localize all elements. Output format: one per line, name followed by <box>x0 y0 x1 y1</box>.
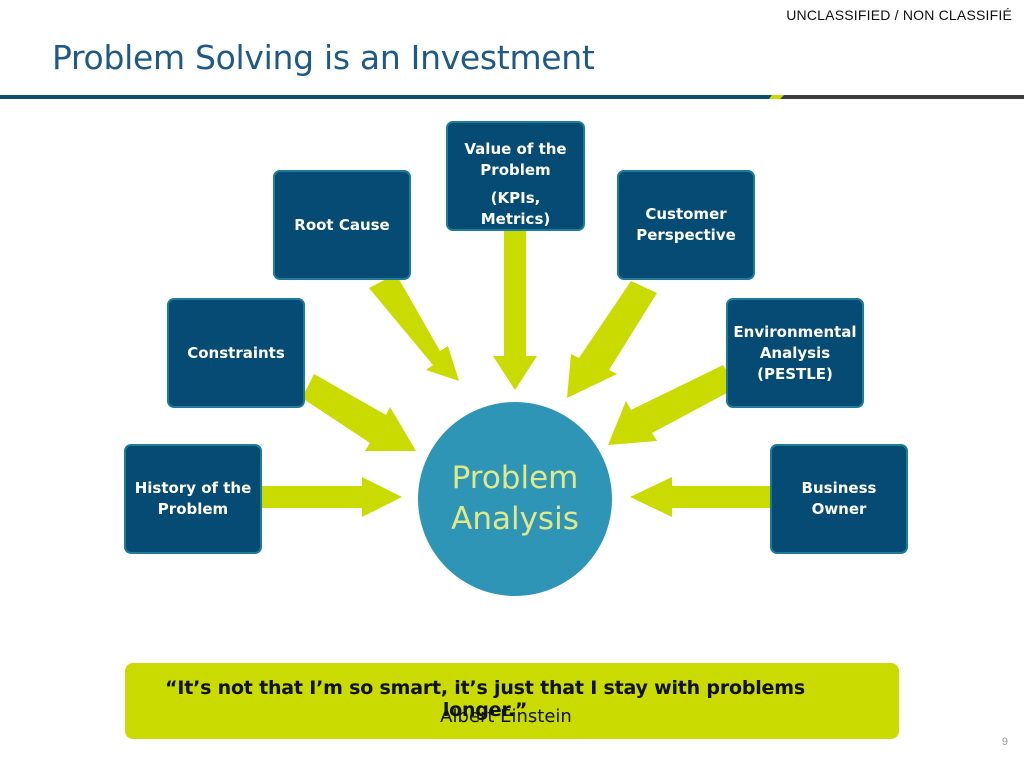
quote-author: Albert Einstein <box>440 706 572 727</box>
factor-constraints: Constraints <box>167 298 305 408</box>
factor-business-owner-line1: Business <box>801 479 877 497</box>
classification-label: UNCLASSIFIED / NON CLASSIFIÉ <box>786 7 1012 23</box>
factor-root-cause-line1: Root Cause <box>294 215 390 234</box>
arrow-constraints <box>302 374 416 451</box>
factor-value-line1: Value of the <box>464 140 567 158</box>
factor-value-line2: Problem <box>480 161 551 179</box>
slide-title: Problem Solving is an Investment <box>52 38 595 77</box>
factor-value-line3: (KPIs, Metrics) <box>480 189 551 228</box>
factor-customer-perspective: Customer Perspective <box>617 170 755 280</box>
factor-business-owner-line2: Owner <box>811 500 867 518</box>
arrow-value <box>493 231 537 390</box>
arrow-environmental <box>608 365 738 445</box>
factor-value-of-the-problem: Value of the Problem (KPIs, Metrics) <box>446 121 585 231</box>
center-line2: Analysis <box>451 501 579 537</box>
factor-environmental-line2: Analysis <box>759 343 831 362</box>
factor-history-line1: History of the <box>134 479 252 497</box>
factor-environmental-line3: (PESTLE) <box>757 364 833 383</box>
factor-history-line2: Problem <box>157 500 229 518</box>
arrow-customer <box>567 281 657 398</box>
factor-environmental-analysis: Environmental Analysis (PESTLE) <box>726 298 864 408</box>
factor-customer-line2: Perspective <box>636 226 736 244</box>
factor-history-of-the-problem: History of the Problem <box>124 444 262 554</box>
title-rule-accent <box>769 95 784 99</box>
factor-business-owner: Business Owner <box>770 444 908 554</box>
factor-environmental-line1: Environmental <box>733 322 857 341</box>
title-rule-dark <box>780 95 1024 99</box>
factor-customer-line1: Customer <box>645 205 727 223</box>
quote-text: “It’s not that I’m so smart, it’s just t… <box>165 677 805 721</box>
center-line1: Problem <box>451 460 579 496</box>
page-number: 9 <box>1001 736 1008 748</box>
arrow-business-owner <box>630 477 770 517</box>
title-rule <box>0 95 1024 99</box>
title-rule-navy <box>0 95 772 99</box>
center-problem-analysis: Problem Analysis <box>418 402 612 596</box>
factor-root-cause: Root Cause <box>273 170 411 280</box>
factor-constraints-line1: Constraints <box>187 343 285 362</box>
quote-box: “It’s not that I’m so smart, it’s just t… <box>125 663 899 739</box>
arrow-root-cause <box>369 274 459 381</box>
arrow-history <box>262 477 402 517</box>
